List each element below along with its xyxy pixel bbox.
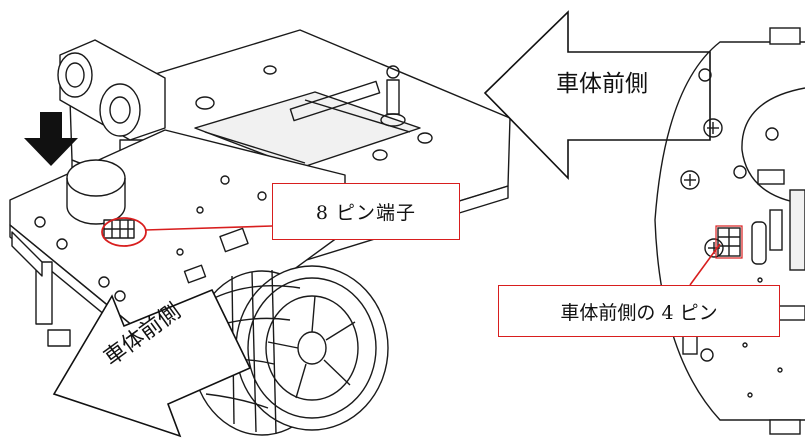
eight-pin-terminal-label: 8 ピン端子 <box>315 202 417 224</box>
ultrasonic-sensor <box>57 39 166 141</box>
eight-pin-terminal-callout: 8 ピン端子 <box>272 183 460 240</box>
pin-highlight-ellipse <box>101 217 147 247</box>
front-pins-leader-line <box>689 243 721 286</box>
pin-leader-line <box>144 225 273 231</box>
front-pins-highlight <box>715 225 743 259</box>
front-four-pins-label: 車体前側の 4 ピン <box>560 301 718 324</box>
front-arrow-right-outline <box>483 10 711 180</box>
toggle-switch <box>380 65 406 127</box>
vehicle-front-label-right: 車体前側 <box>556 71 648 97</box>
front-four-pins-callout: 車体前側の 4 ピン <box>498 285 780 337</box>
eight-pin-terminal-marker <box>103 219 135 239</box>
front-arrow-left-outline <box>52 288 252 438</box>
chassis-lower <box>11 231 71 347</box>
down-arrow-icon <box>24 112 78 166</box>
